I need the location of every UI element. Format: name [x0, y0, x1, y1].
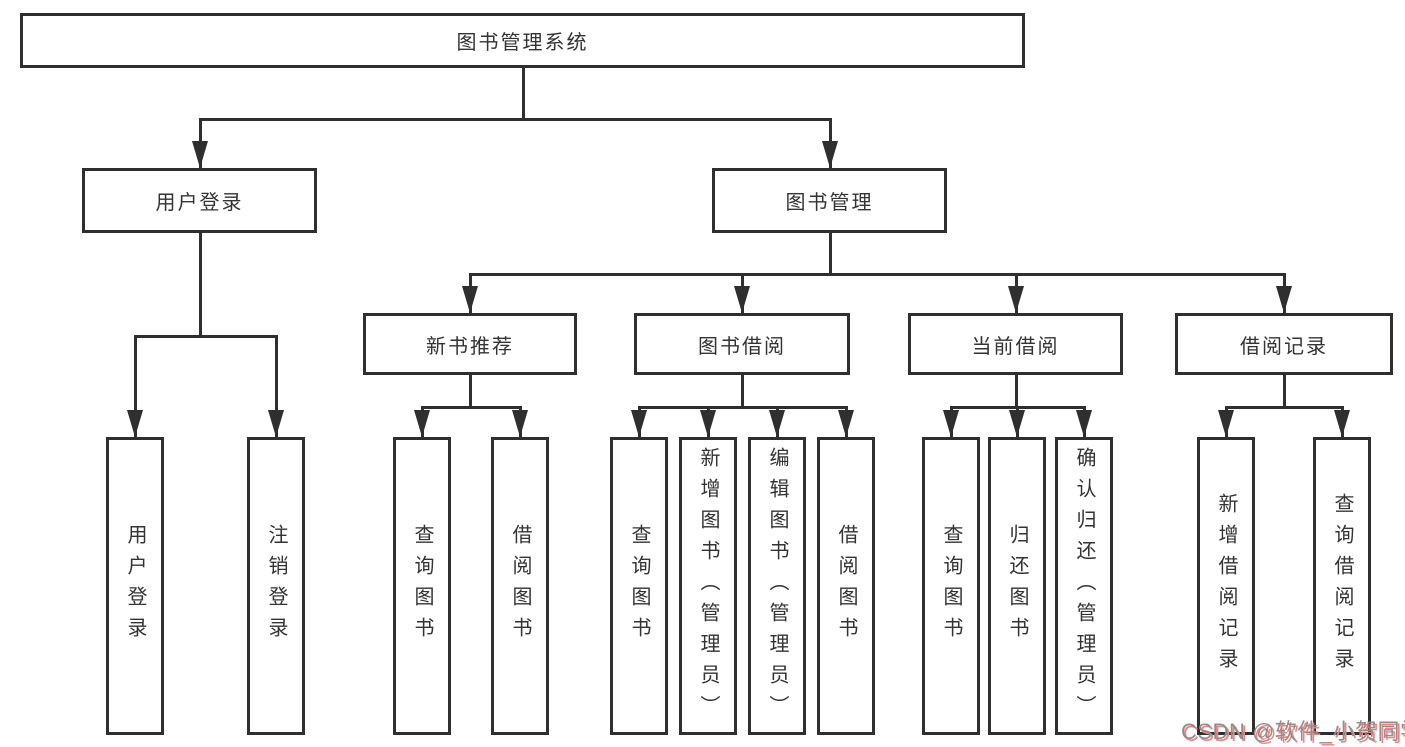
node-leaf-query-books-3-label: 查询图书 — [940, 524, 962, 648]
node-borrowing-records: 借阅记录 — [1175, 313, 1393, 375]
node-leaf-borrow-books-label: 借阅图书 — [509, 524, 531, 648]
node-leaf-edit-books-admin: 编辑图书（管理员） — [748, 437, 806, 735]
arrowhead-6-0 — [1218, 410, 1234, 437]
node-leaf-query-books-2: 查询图书 — [610, 437, 668, 735]
node-book-management: 图书管理 — [712, 168, 947, 233]
node-leaf-query-books-3: 查询图书 — [922, 437, 980, 735]
node-leaf-add-borrow-record: 新增借阅记录 — [1197, 437, 1255, 735]
connector-stem-6 — [1283, 375, 1286, 409]
node-leaf-logout: 注销登录 — [247, 437, 305, 735]
connector-split-3 — [421, 406, 522, 409]
node-leaf-query-books-2-label: 查询图书 — [628, 524, 650, 648]
connector-split-1 — [134, 335, 278, 338]
node-current-borrowing-label: 当前借阅 — [971, 335, 1060, 358]
arrowhead-3-0 — [414, 410, 430, 437]
node-leaf-borrow-books-2-label: 借阅图书 — [835, 524, 857, 648]
node-borrowing-records-label: 借阅记录 — [1240, 335, 1328, 358]
node-book-borrowing: 图书借阅 — [634, 313, 850, 375]
node-leaf-add-borrow-record-label: 新增借阅记录 — [1215, 493, 1237, 679]
arrowhead-4-3 — [838, 410, 854, 437]
node-leaf-add-books-admin-label: 新增图书（管理员） — [697, 446, 719, 726]
arrowhead-6-1 — [1334, 410, 1350, 437]
node-library-management-system-label: 图书管理系统 — [456, 32, 589, 54]
node-new-book-recommendation-label: 新书推荐 — [426, 335, 514, 358]
node-leaf-user-login-label: 用户登录 — [124, 524, 146, 648]
node-library-management-system: 图书管理系统 — [20, 13, 1025, 68]
connector-split-4 — [638, 406, 848, 409]
node-leaf-borrow-books-2: 借阅图书 — [817, 437, 875, 735]
node-leaf-confirm-return-admin-label: 确认归还（管理员） — [1073, 446, 1095, 726]
arrowhead-4-0 — [631, 410, 647, 437]
connector-drop-1-1 — [275, 335, 278, 437]
connector-split-6 — [1225, 406, 1344, 409]
node-leaf-query-borrow-record: 查询借阅记录 — [1313, 437, 1371, 735]
node-leaf-borrow-books: 借阅图书 — [491, 437, 549, 735]
connector-stem-1 — [199, 233, 202, 338]
arrowhead-2-2 — [1008, 286, 1024, 313]
arrowhead-5-1 — [1009, 410, 1025, 437]
connector-stem-4 — [741, 375, 744, 409]
arrowhead-1-0 — [127, 410, 143, 437]
node-user-login-label: 用户登录 — [155, 192, 244, 214]
node-leaf-logout-label: 注销登录 — [265, 524, 287, 648]
connector-stem-3 — [469, 375, 472, 409]
node-leaf-query-books: 查询图书 — [393, 437, 451, 735]
arrowhead-4-2 — [769, 410, 785, 437]
arrowhead-4-1 — [700, 410, 716, 437]
arrowhead-0-1 — [822, 141, 838, 168]
connector-split-2 — [469, 273, 1286, 276]
connector-stem-5 — [1015, 375, 1018, 409]
node-book-borrowing-label: 图书借阅 — [698, 335, 786, 358]
node-book-management-label: 图书管理 — [785, 192, 874, 214]
arrowhead-1-1 — [268, 410, 284, 437]
connector-stem-0 — [522, 68, 525, 121]
node-leaf-return-books-label: 归还图书 — [1006, 524, 1028, 648]
arrowhead-5-2 — [1076, 410, 1092, 437]
watermark: CSDN @软件_小贺同学 — [1181, 719, 1405, 744]
node-leaf-user-login: 用户登录 — [106, 437, 164, 735]
node-new-book-recommendation: 新书推荐 — [363, 313, 577, 375]
node-leaf-return-books: 归还图书 — [988, 437, 1046, 735]
arrowhead-0-0 — [192, 141, 208, 168]
arrowhead-3-1 — [512, 410, 528, 437]
node-leaf-add-books-admin: 新增图书（管理员） — [679, 437, 737, 735]
connector-stem-2 — [829, 233, 832, 276]
connector-split-0 — [199, 118, 832, 121]
arrowhead-5-0 — [943, 410, 959, 437]
node-current-borrowing: 当前借阅 — [908, 313, 1123, 375]
arrowhead-2-3 — [1276, 286, 1292, 313]
node-leaf-query-borrow-record-label: 查询借阅记录 — [1331, 493, 1353, 679]
arrowhead-2-0 — [462, 286, 478, 313]
node-user-login: 用户登录 — [82, 168, 317, 233]
node-leaf-edit-books-admin-label: 编辑图书（管理员） — [766, 446, 788, 726]
node-leaf-confirm-return-admin: 确认归还（管理员） — [1055, 437, 1113, 735]
node-leaf-query-books-label: 查询图书 — [411, 524, 433, 648]
connector-drop-1-0 — [134, 335, 137, 437]
arrowhead-2-1 — [734, 286, 750, 313]
